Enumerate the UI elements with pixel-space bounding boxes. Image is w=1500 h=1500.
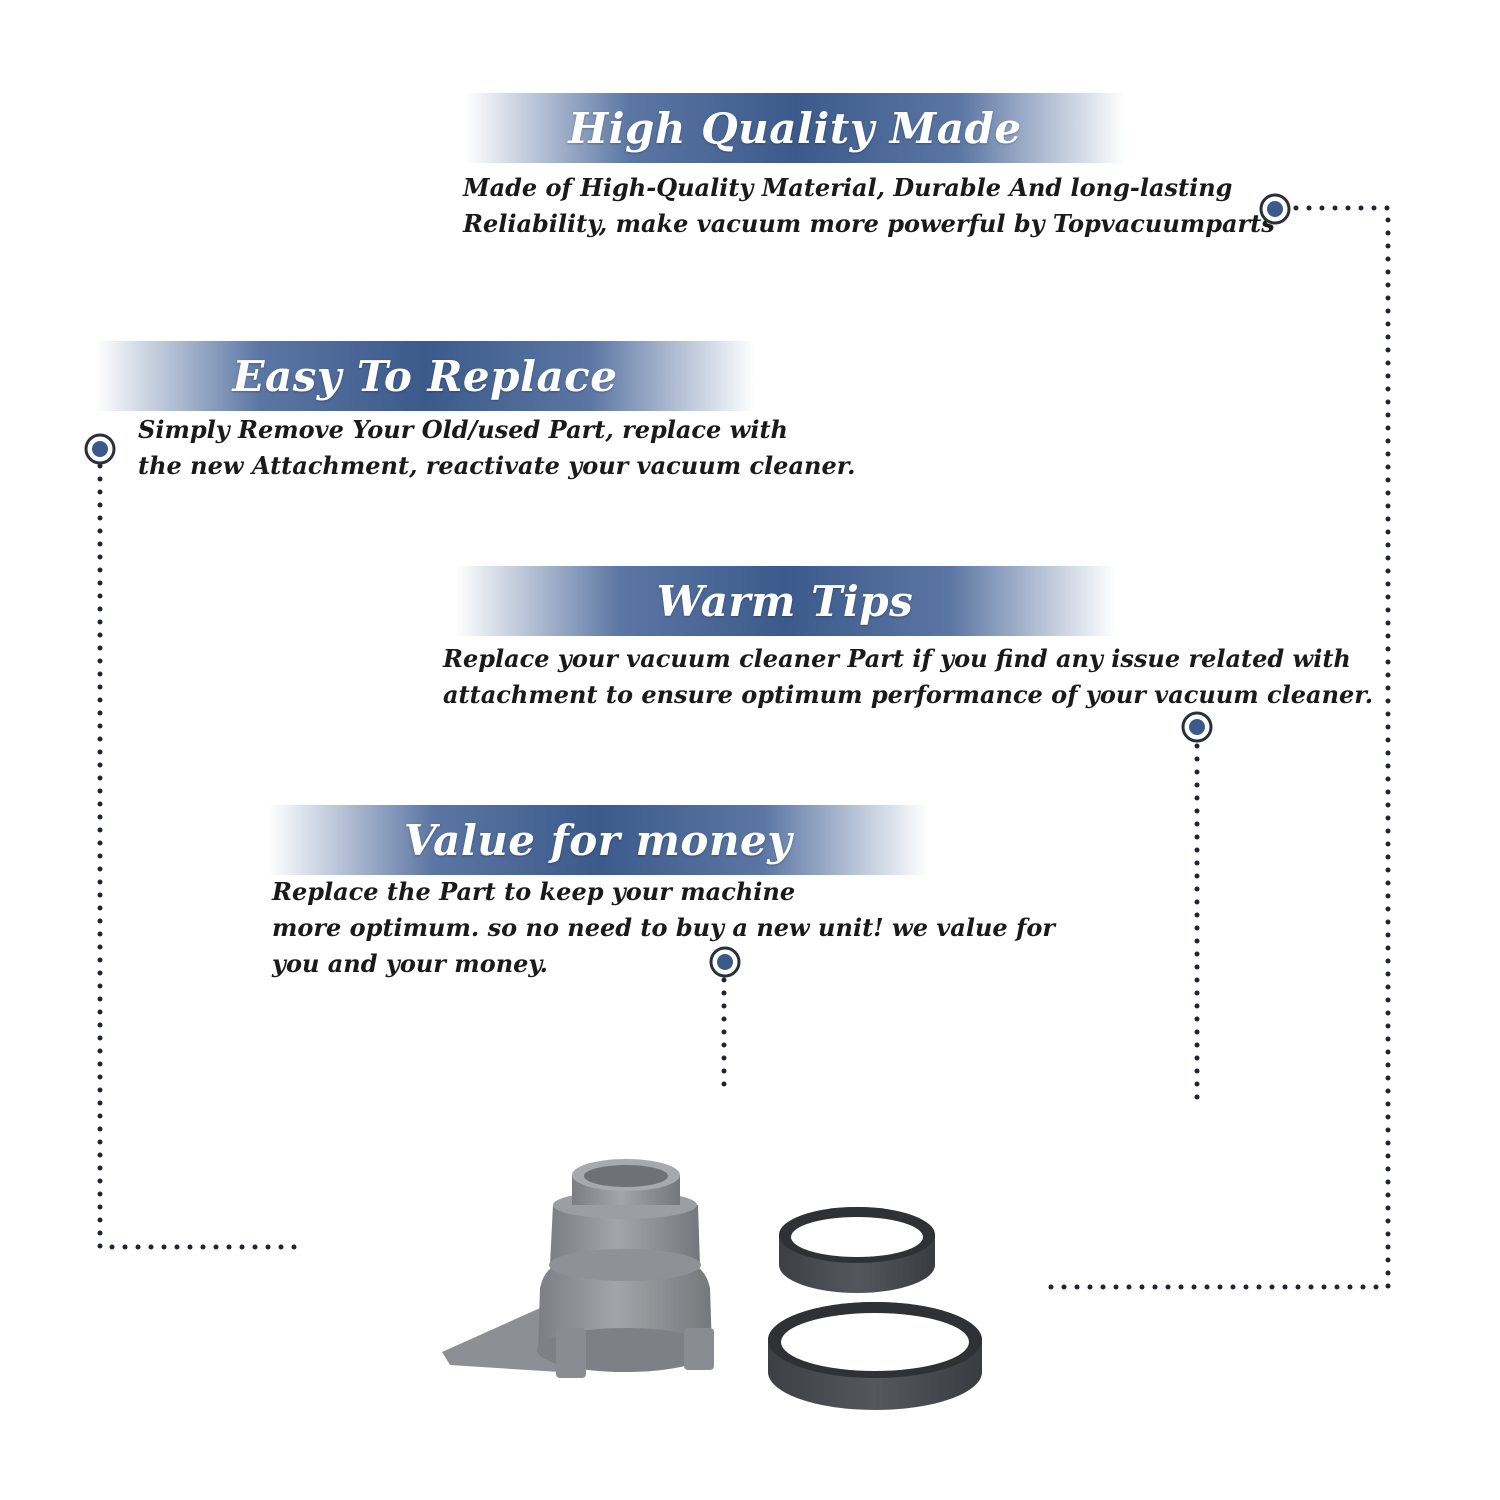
- section-title: Value for money: [403, 815, 793, 865]
- bullet-marker-icon: [1259, 193, 1291, 225]
- description-line: attachment to ensure optimum performance…: [443, 680, 1374, 709]
- description-line: you and your money.: [272, 949, 548, 978]
- section-description: Replace your vacuum cleaner Part if you …: [443, 641, 1373, 713]
- section-banner-value-money: Value for money: [268, 805, 928, 875]
- section-title: Warm Tips: [656, 576, 914, 626]
- section-description: Replace the Part to keep your machine mo…: [272, 874, 1055, 982]
- section-description: Simply Remove Your Old/used Part, replac…: [138, 412, 856, 484]
- connector-left: [97, 463, 298, 1250]
- large-belt-ring-icon: [768, 1302, 982, 1410]
- small-belt-ring-icon: [779, 1207, 935, 1293]
- description-line: Made of High-Quality Material, Durable A…: [463, 173, 1233, 202]
- vacuum-adapter-part-icon: [442, 1159, 714, 1378]
- bullet-marker-icon: [84, 433, 116, 465]
- section-banner-high-quality: High Quality Made: [465, 93, 1125, 163]
- bullet-marker-icon: [1181, 711, 1213, 743]
- description-line: Reliability, make vacuum more powerful b…: [463, 209, 1275, 238]
- description-line: Replace the Part to keep your machine: [272, 877, 796, 906]
- description-line: more optimum. so no need to buy a new un…: [272, 913, 1055, 942]
- description-line: Replace your vacuum cleaner Part if you …: [443, 644, 1351, 673]
- section-description: Made of High-Quality Material, Durable A…: [463, 170, 1275, 242]
- section-banner-warm-tips: Warm Tips: [455, 566, 1115, 636]
- description-line: the new Attachment, reactivate your vacu…: [138, 451, 856, 480]
- section-title: High Quality Made: [568, 103, 1022, 153]
- section-banner-easy-replace: Easy To Replace: [95, 341, 755, 411]
- description-line: Simply Remove Your Old/used Part, replac…: [138, 415, 788, 444]
- bullet-marker-icon: [709, 946, 741, 978]
- section-title: Easy To Replace: [232, 351, 618, 401]
